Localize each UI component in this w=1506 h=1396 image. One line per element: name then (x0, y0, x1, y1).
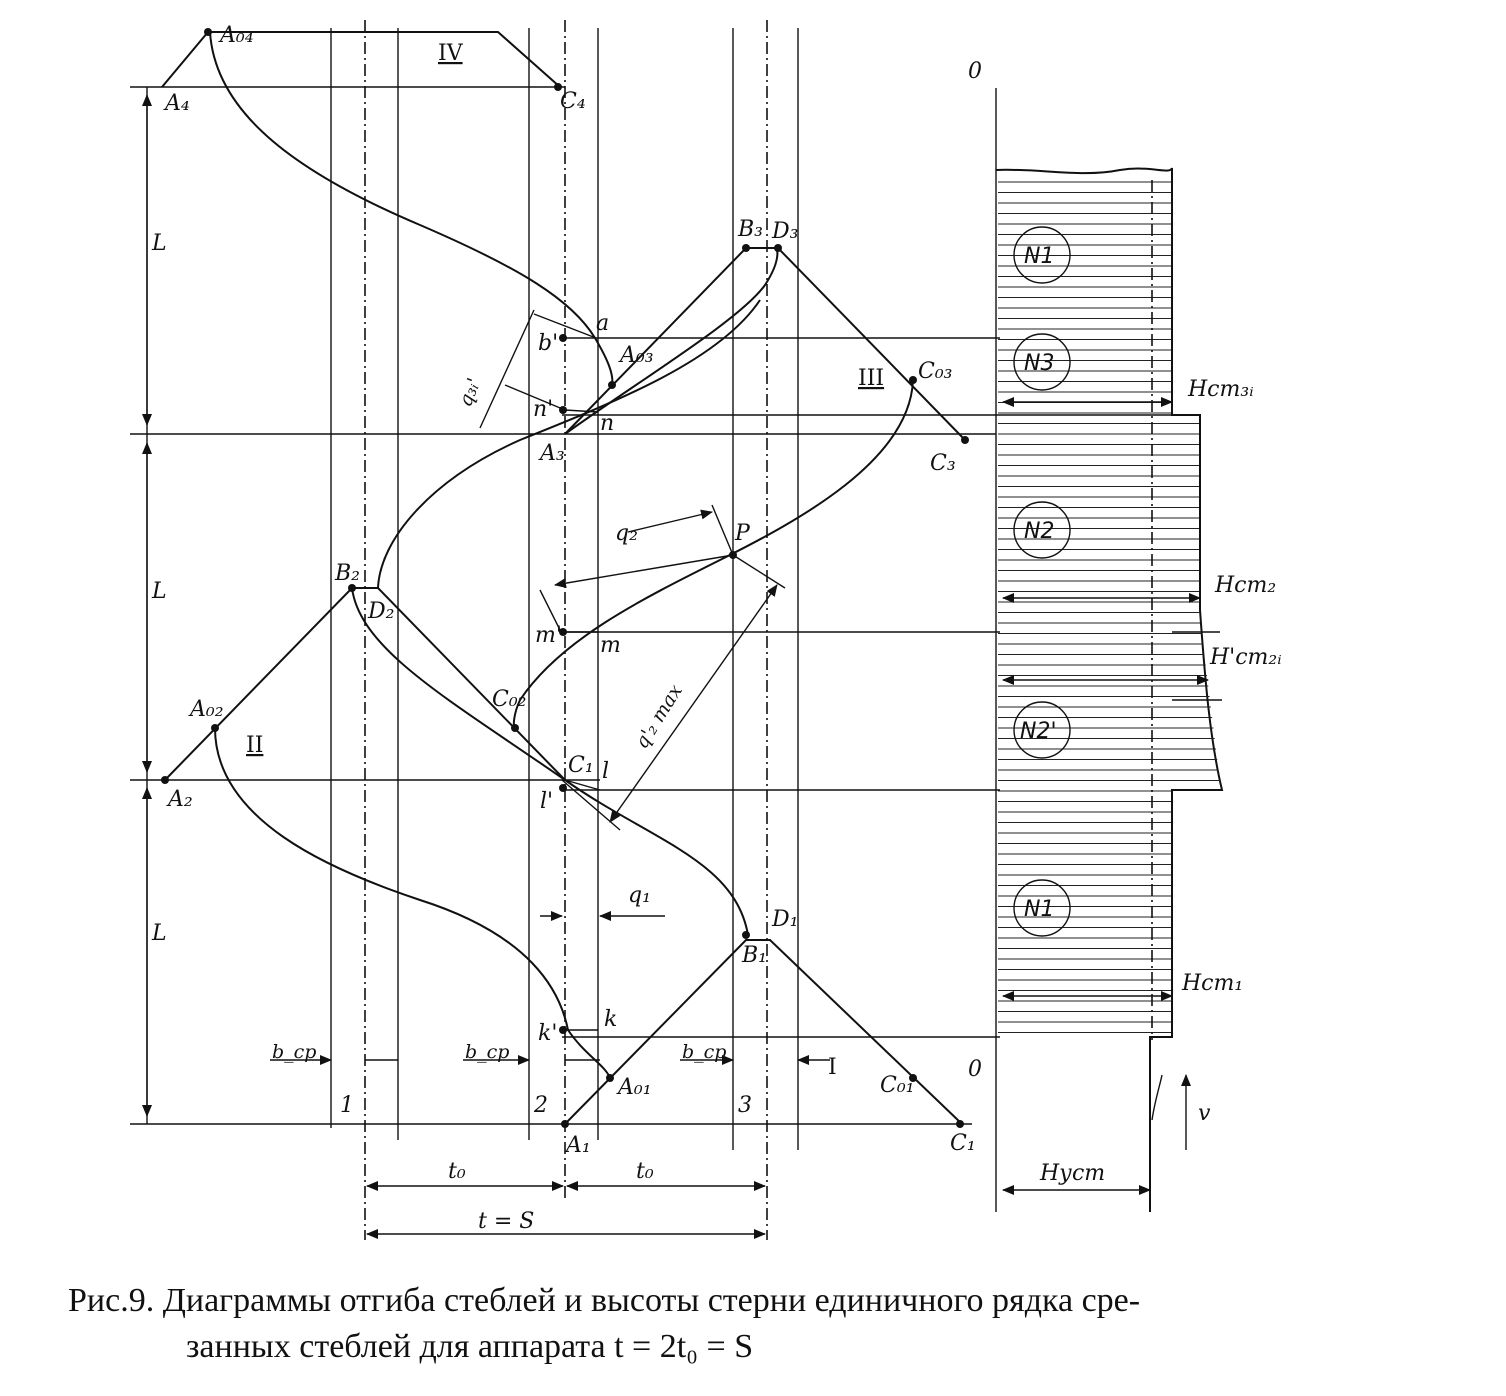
label-Hst2i: H'ст₂ᵢ (1209, 645, 1282, 670)
label-t-eq-s: t = S (478, 1209, 534, 1234)
label-C03: C₀₃ (918, 359, 952, 384)
label-A01: A₀₁ (616, 1075, 652, 1100)
curve-A04 (209, 31, 614, 386)
curve-C03-C02 (512, 379, 914, 729)
label-Hst1: Hст₁ (1181, 971, 1243, 996)
label-t0-right: t₀ (636, 1159, 654, 1184)
label-B1: B₁ (741, 943, 767, 968)
label-t0-left: t₀ (448, 1159, 466, 1184)
label-N2-prime: N2' (1020, 719, 1057, 744)
velocity-tick (1151, 1074, 1163, 1121)
label-q3i: q₃ᵢ' (454, 375, 485, 410)
label-C4: C₄ (560, 89, 586, 114)
caption-line-1: Рис.9. Диаграммы отгиба стеблей и высоты… (68, 1282, 1141, 1319)
label-q1: q₁ (628, 883, 651, 908)
label-B3: B₃ (737, 217, 763, 242)
diagram-labels: A₀₄ A₄ C₄ IV B₃ D₃ a b' A₀₃ q₃ᵢ' n' n A₃… (151, 23, 1282, 1234)
zone-III-outline (564, 247, 966, 441)
stubble-outline (995, 167, 1224, 1212)
label-A02: A₀₂ (188, 697, 224, 722)
label-Hst3i: Hст₃ᵢ (1187, 377, 1254, 402)
key-points (161, 28, 969, 1128)
label-roman-II: II (246, 733, 263, 758)
caption-line-2: занных стеблей для аппарата t = 2t₀ = S (186, 1328, 754, 1365)
curve-A3-D3 (564, 247, 779, 435)
label-m-prime: m' (535, 623, 562, 648)
label-a: a (596, 311, 609, 336)
label-Hst2: Hст₂ (1214, 573, 1276, 598)
label-Hust: Hуст (1039, 1161, 1105, 1186)
label-l-prime: l' (540, 789, 553, 814)
zone-N1-bottom-marker (1013, 879, 1071, 937)
label-C01: C₀₁ (880, 1073, 914, 1098)
zone-IV-outline (161, 31, 561, 88)
label-L-top: L (151, 231, 167, 256)
label-roman-IV: IV (438, 41, 464, 66)
label-O-top: 0 (968, 59, 982, 84)
zone-N2-prime-marker (1013, 701, 1071, 759)
pitch-dimensions (366, 1181, 766, 1239)
bending-outlines (161, 31, 966, 1125)
horizontal-guides (130, 86, 1200, 1125)
label-roman-III: III (858, 366, 884, 391)
label-b-prime: b' (538, 331, 558, 356)
label-B2: B₂ (334, 561, 360, 586)
stem-curves (209, 31, 914, 1079)
label-D3: D₃ (771, 219, 798, 244)
stubble-hatching (998, 181, 1220, 1034)
label-C1-mid: C₁ (568, 753, 594, 778)
label-A2: A₂ (166, 787, 193, 812)
label-L-mid: L (151, 579, 167, 604)
zone-N2-marker (1013, 501, 1071, 559)
label-D1: D₁ (771, 907, 798, 932)
label-A03: A₀₃ (618, 343, 654, 368)
curve-A02-A01 (214, 727, 611, 1079)
label-row-1: 1 (340, 1093, 354, 1118)
label-P: P (734, 521, 751, 546)
zone-N3-marker (1013, 333, 1071, 391)
label-k: k (604, 1007, 617, 1032)
label-N2: N2 (1024, 519, 1054, 544)
label-k-prime: k' (538, 1021, 557, 1046)
label-C02: C₀₂ (492, 687, 526, 712)
label-L-bottom: L (151, 921, 167, 946)
label-q2: q₂ (615, 521, 638, 546)
curve-B2-D1 (351, 587, 749, 936)
curve-B2-up (377, 299, 761, 589)
label-C1: C₁ (950, 1131, 976, 1156)
label-bcp-1: b_ср (272, 1041, 316, 1063)
zone-N1-top-marker (1013, 226, 1071, 284)
construction-lines (479, 309, 786, 1031)
label-roman-I: I (828, 1055, 837, 1080)
label-A3: A₃ (538, 441, 565, 466)
label-N3: N3 (1024, 351, 1054, 376)
stem-bending-diagram: A₀₄ A₄ C₄ IV B₃ D₃ a b' A₀₃ q₃ᵢ' n' n A₃… (130, 20, 1282, 1240)
label-N1-bottom: N1 (1024, 897, 1054, 922)
label-bcp-2: b_ср (465, 1041, 509, 1063)
label-n: n (600, 411, 614, 436)
label-row-2: 2 (533, 1093, 548, 1118)
vertical-guides (330, 20, 997, 1240)
label-q2max: q'₂ max (631, 680, 687, 752)
label-O-bottom: 0 (968, 1057, 982, 1082)
label-m: m (600, 633, 621, 658)
label-A04: A₀₄ (218, 23, 254, 48)
stubble-block (995, 167, 1224, 1212)
label-n-prime: n' (533, 397, 553, 422)
zone-I-outline (564, 939, 963, 1125)
label-l: l (602, 759, 609, 784)
label-N1-top: N1 (1024, 244, 1054, 269)
zone-II-outline (164, 587, 566, 781)
label-C3: C₃ (930, 451, 956, 476)
figure-caption: Рис.9. Диаграммы отгиба стеблей и высоты… (68, 1278, 1468, 1370)
label-A1: A₁ (564, 1133, 591, 1158)
label-row-3: 3 (738, 1093, 752, 1118)
label-v: v (1198, 1101, 1211, 1126)
label-A4: A₄ (163, 91, 190, 116)
label-D2: D₂ (367, 599, 394, 624)
label-bcp-3: b_ср (682, 1041, 726, 1063)
